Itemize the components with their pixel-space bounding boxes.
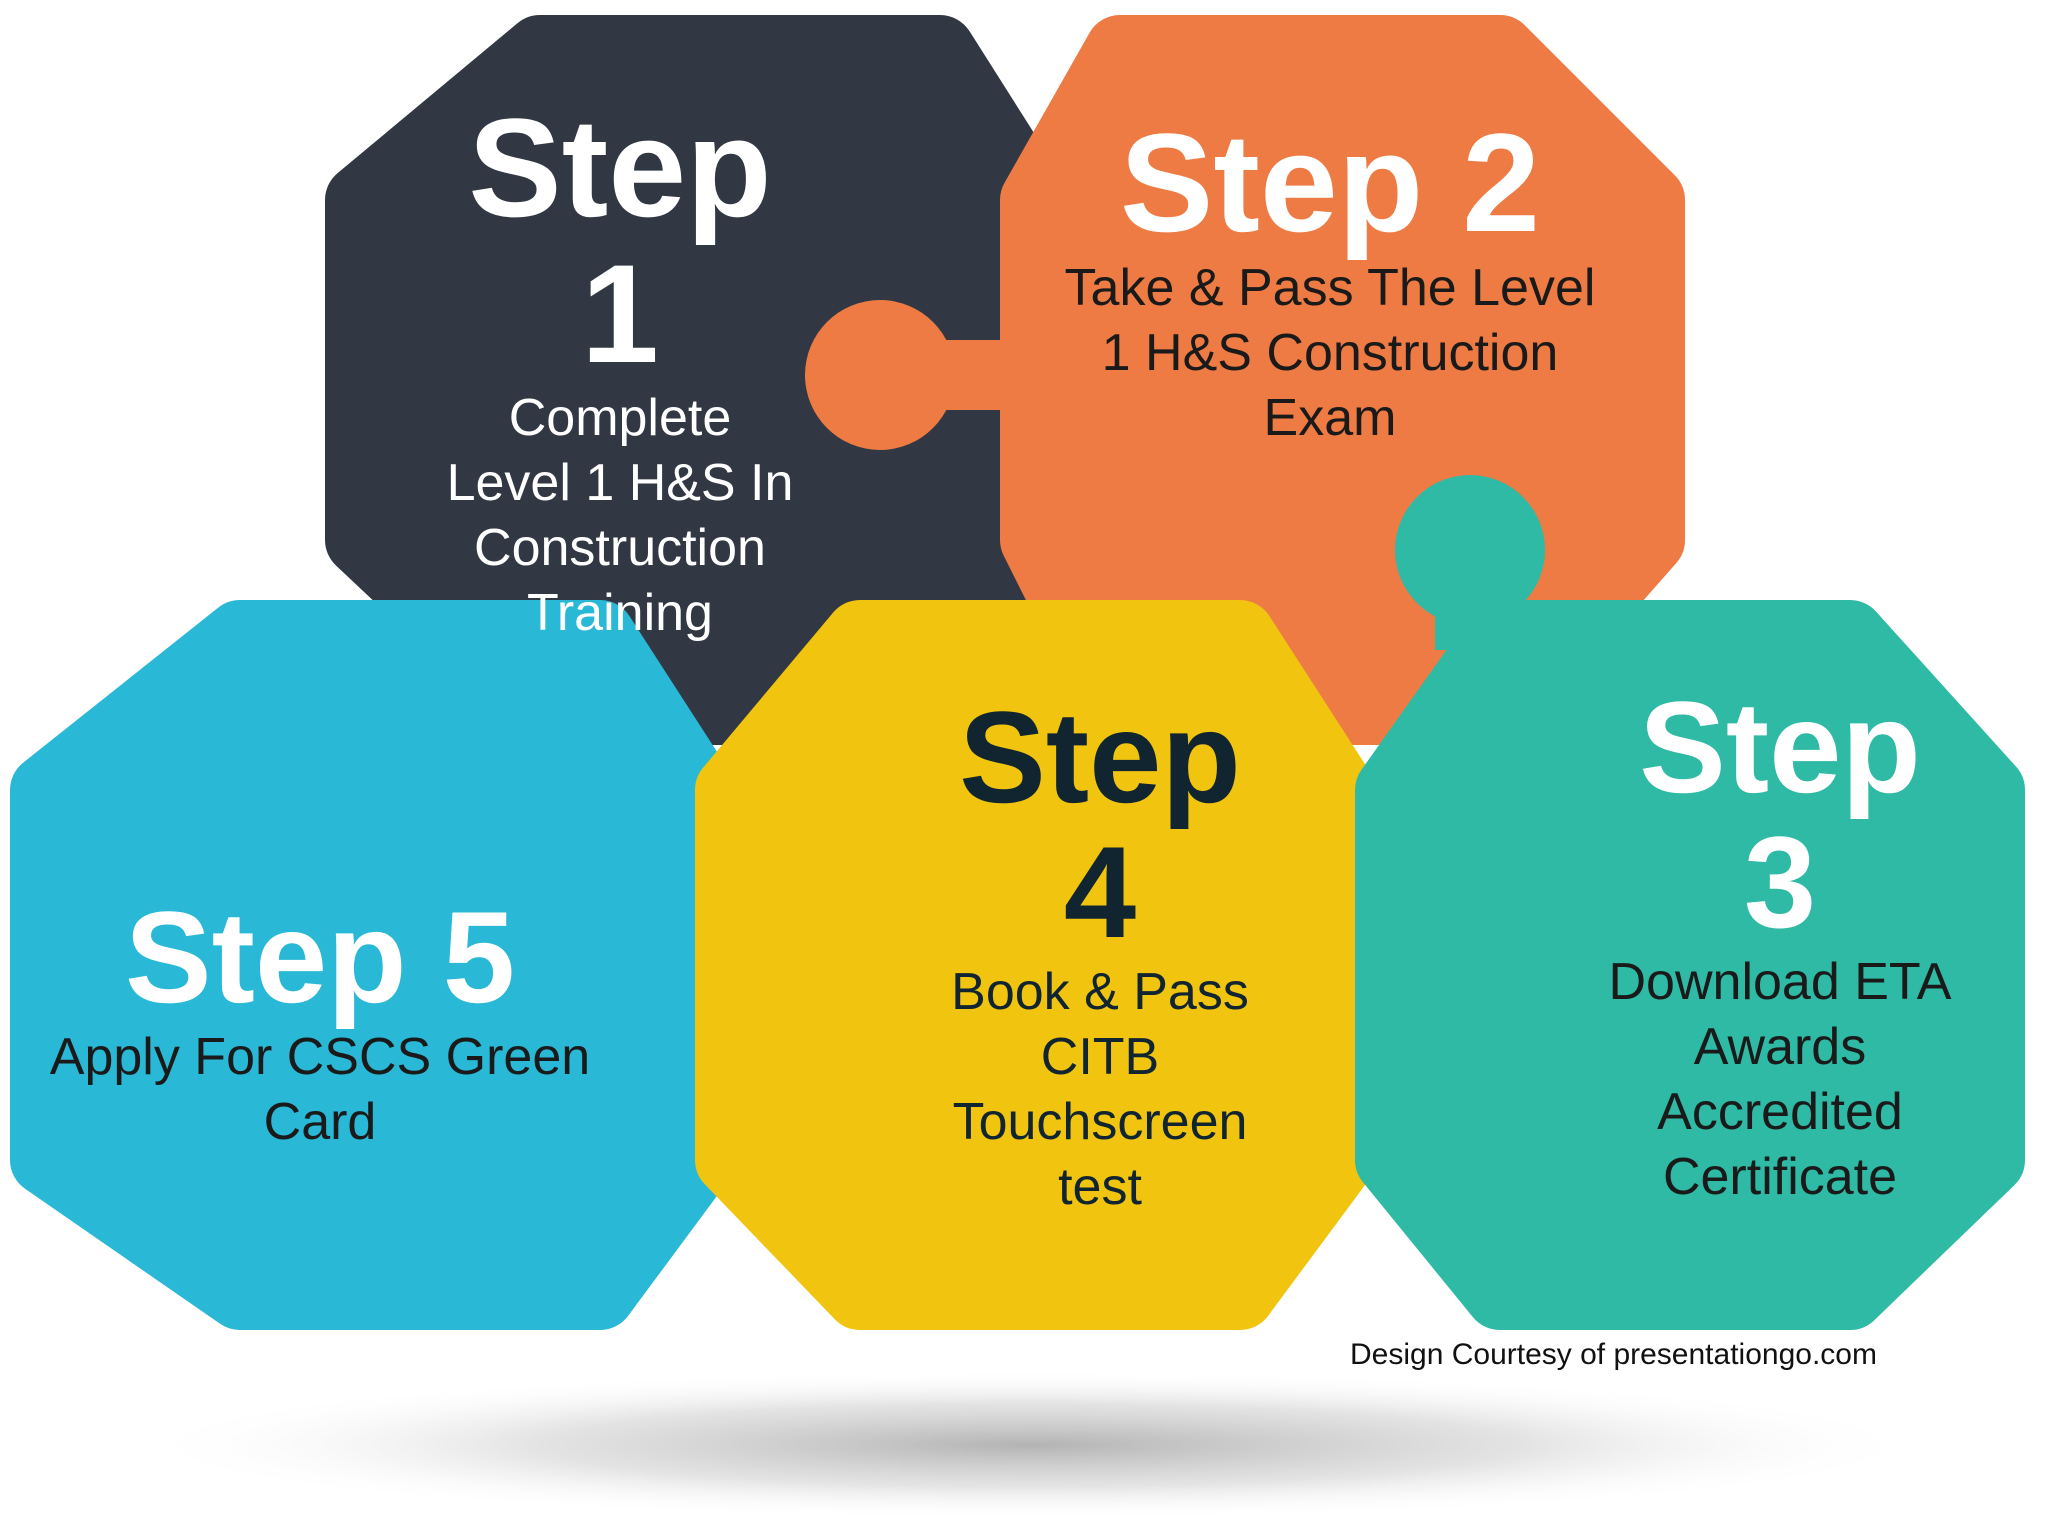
step2-heading: Step 2 [1119, 104, 1541, 261]
step4-desc-line-4: test [1058, 1158, 1142, 1217]
step2-knob [805, 300, 955, 450]
step1-block: Step 1 Complete Level 1 H&S In Construct… [400, 95, 840, 646]
step1-desc-line-2: Level 1 H&S In [446, 454, 794, 513]
step1-desc-line-3: Construction [474, 519, 766, 578]
step3-knob [1395, 475, 1545, 625]
step2-desc-line-2: 1 H&S Construction [1101, 323, 1559, 382]
step2-desc-line-1: Take & Pass The Level [1064, 258, 1596, 317]
step4-piece [695, 600, 1375, 1330]
step3-heading-word: Step [1639, 674, 1921, 820]
step4-desc-line-3: Touchscreen [952, 1093, 1248, 1152]
step5-heading: Step 5 [124, 884, 516, 1030]
step1-heading-number: 1 [581, 234, 659, 392]
step4-desc-line-1: Book & Pass [951, 963, 1249, 1022]
step3-desc-line-3: Accredited [1657, 1083, 1903, 1142]
step1-heading-word: Step [468, 89, 772, 246]
step5-block: Step 5 Apply For CSCS Green Card [20, 884, 620, 1155]
floor-shadow [130, 1370, 1930, 1520]
step2-knob-neck [920, 340, 1010, 410]
step4-heading-word: Step [959, 684, 1241, 830]
step4-heading-number: 4 [1063, 819, 1137, 966]
step3-heading-number: 3 [1743, 809, 1817, 956]
step3-piece [1355, 600, 2025, 1330]
step2-desc-line-3: Exam [1263, 388, 1397, 447]
step2-block: Step 2 Take & Pass The Level 1 H&S Const… [1010, 110, 1650, 451]
step1-desc-line-4: Training [527, 584, 713, 643]
step5-desc-line-1: Apply For CSCS Green [49, 1028, 591, 1087]
step3-desc-line-2: Awards [1693, 1018, 1867, 1077]
step5-desc-line-2: Card [263, 1093, 377, 1152]
step1-desc-line-1: Complete [508, 389, 732, 448]
step3-desc-line-4: Certificate [1662, 1148, 1898, 1207]
step3-knob-neck [1435, 560, 1505, 650]
step4-desc-line-2: CITB [1040, 1028, 1160, 1087]
design-credit: Design Courtesy of presentationgo.com [1350, 1338, 1877, 1371]
step4-block: Step 4 Book & Pass CITB Touchscreen test [880, 684, 1320, 1220]
step3-desc-line-1: Download ETA [1608, 953, 1952, 1012]
step5-piece [10, 600, 735, 1330]
step3-block: Step 3 Download ETA Awards Accredited Ce… [1560, 674, 2000, 1210]
